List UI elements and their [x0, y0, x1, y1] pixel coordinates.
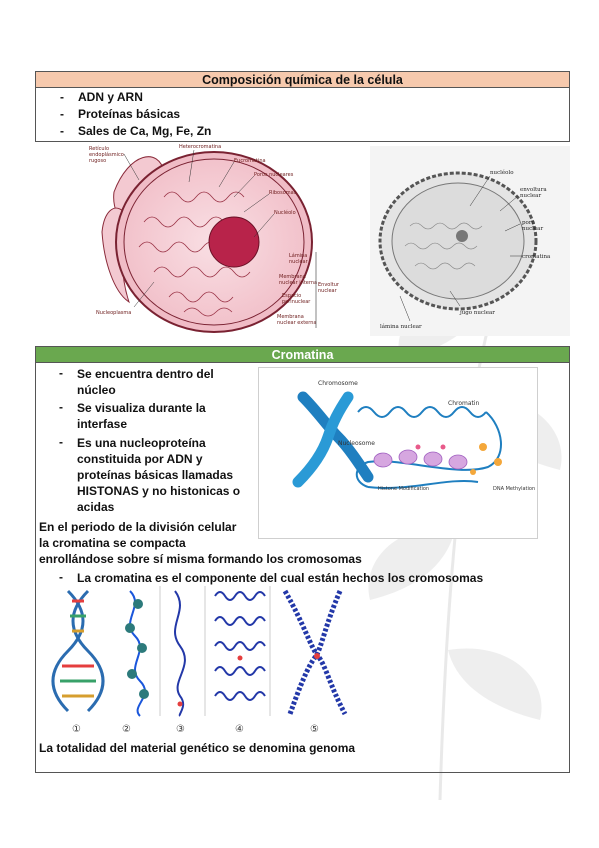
svg-text:Ribosomas: Ribosomas [269, 190, 297, 196]
svg-text:Lámina: Lámina [289, 252, 307, 259]
list-item: Proteínas básicas [78, 107, 181, 121]
section1-box: - ADN y ARN - Proteínas básicas - Sales … [35, 88, 570, 142]
svg-text:nuclear: nuclear [522, 226, 543, 232]
list-item: La cromatina es el componente del cual e… [77, 571, 484, 585]
svg-text:Retículo: Retículo [89, 145, 109, 152]
svg-text:Envoltura: Envoltura [318, 282, 339, 288]
list-item-cont: HISTONAS y no histonicas o [77, 484, 241, 498]
list-item: Sales de Ca, Mg, Fe, Zn [78, 124, 212, 138]
svg-text:nuclear interna: nuclear interna [279, 280, 317, 286]
list-item: ADN y ARN [78, 90, 143, 104]
list-item: Se encuentra dentro del [77, 367, 214, 381]
section2-box [35, 363, 570, 773]
svg-text:perinuclear: perinuclear [282, 299, 311, 305]
svg-text:nuclear: nuclear [289, 259, 309, 265]
list-item-cont: constituida por ADN y [77, 452, 203, 466]
svg-text:Membrana: Membrana [277, 314, 304, 320]
dna-methylation-label: DNA Methylation [493, 486, 535, 492]
paragraph-line: En el periodo de la división celular [39, 520, 237, 534]
svg-text:cromatina: cromatina [522, 254, 551, 260]
svg-text:Poros nucleares: Poros nucleares [254, 172, 294, 178]
nucleus-diagram-illustration: Retículo endoplásmico rugoso Heterocroma… [89, 144, 339, 333]
list-item-cont: núcleo [77, 383, 116, 397]
nucleosome-label: Nucleosome [338, 440, 375, 447]
svg-text:nuclear externa: nuclear externa [277, 320, 316, 326]
nucleus-engraving-illustration: nucléolo envoltura nuclear poro nuclear … [370, 146, 570, 336]
chromosome-label: Chromosome [318, 380, 358, 387]
list-item-cont: interfase [77, 417, 128, 431]
svg-text:Heterocromatina: Heterocromatina [179, 144, 221, 150]
svg-text:poro: poro [522, 220, 535, 226]
step-number: ④ [235, 724, 244, 735]
paragraph-line: la cromatina se compacta [39, 536, 186, 550]
svg-text:lámina nuclear: lámina nuclear [380, 323, 422, 330]
svg-text:envoltura: envoltura [520, 187, 547, 193]
list-item-cont: acidas [77, 500, 115, 514]
paragraph-line: enrollándose sobre sí misma formando los… [39, 552, 362, 566]
footer-sentence: La totalidad del material genético se de… [39, 741, 356, 755]
svg-text:nuclear: nuclear [520, 193, 541, 199]
list-item: Se visualiza durante la [77, 401, 206, 415]
svg-text:Eucromatina: Eucromatina [234, 158, 266, 164]
svg-text:nucléolo: nucléolo [490, 169, 514, 176]
histone-label: Histone Modification [378, 486, 429, 492]
svg-text:Nucléolo: Nucléolo [274, 209, 296, 216]
svg-text:rugoso: rugoso [89, 158, 106, 164]
list-item: Es una nucleoproteína [77, 436, 206, 450]
svg-text:Membrana: Membrana [279, 274, 306, 280]
section1-header: Composición química de la célula [35, 71, 570, 88]
chromatin-diagram-illustration: Chromosome Chromatin Nucleosome Histone … [258, 367, 538, 539]
svg-text:nuclear: nuclear [318, 288, 338, 294]
step-number: ⑤ [310, 724, 319, 735]
dna-compaction-illustration: ① ② ③ ④ ⑤ [51, 586, 348, 735]
svg-text:jugo nuclear: jugo nuclear [459, 310, 495, 316]
step-number: ② [122, 724, 131, 735]
section2-header: Cromatina [35, 346, 570, 363]
step-number: ① [72, 724, 81, 735]
svg-text:Espacio: Espacio [282, 293, 301, 299]
step-number: ③ [176, 724, 185, 735]
svg-text:Nucleoplasma: Nucleoplasma [96, 310, 131, 316]
list-item-cont: proteínas básicas llamadas [77, 468, 234, 482]
svg-text:endoplásmico: endoplásmico [89, 151, 124, 158]
chromatin-label: Chromatin [448, 400, 480, 407]
